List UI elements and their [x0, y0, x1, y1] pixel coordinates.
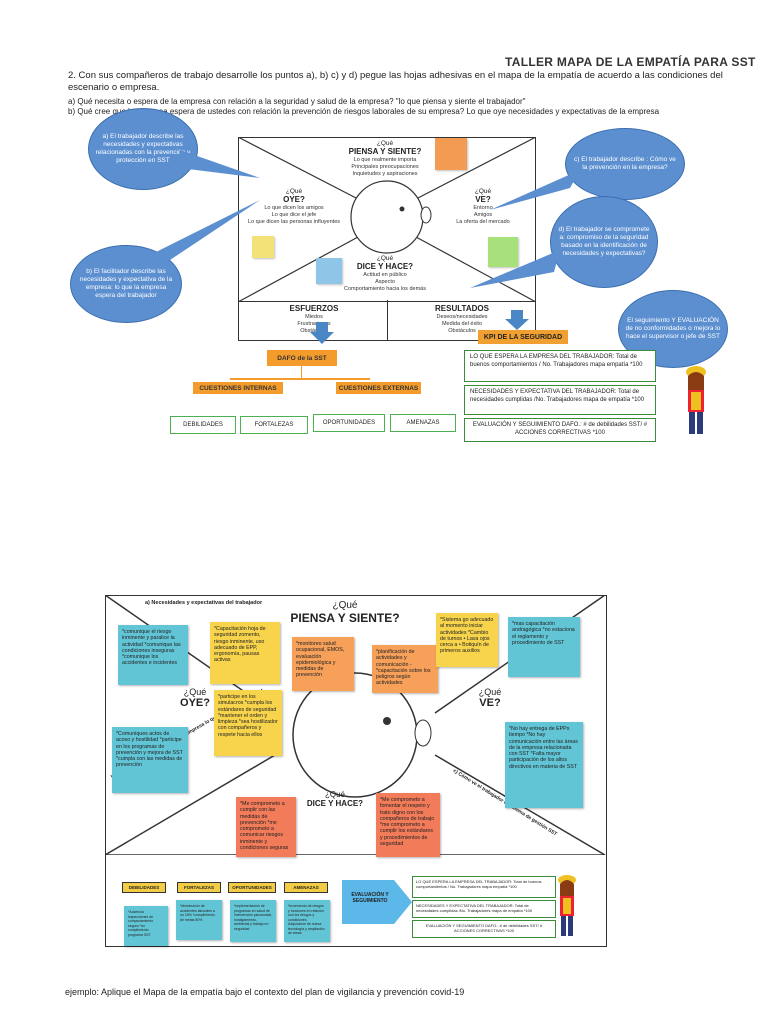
note-cyan: *incremento de riesgos y funciones en re…: [284, 900, 330, 942]
sticky-note-green: [488, 237, 518, 267]
dafo2-debilidades: DEBILIDADES: [122, 882, 166, 893]
dafo-title: DAFO de la SST: [267, 350, 337, 366]
note-yellow: *Sistema go adecuado al momento iniciar …: [436, 613, 498, 667]
kpi-1: LO QUE ESPERA LA EMPRESA DEL TRABAJADOR:…: [464, 350, 656, 382]
bubble-d-tail: [470, 250, 560, 288]
note-cyan: *comunique el riesgo inminente y paralic…: [118, 625, 188, 685]
cuestiones-externas: CUESTIONES EXTERNAS: [336, 382, 421, 394]
bubble-c: c) El trabajador describe : Cómo ve la p…: [565, 128, 685, 200]
sticky-note-orange: [435, 138, 467, 170]
evaluation-arrow-icon: [342, 880, 412, 924]
example-piensa: ¿Qué PIENSA Y SIENTE?: [290, 600, 400, 625]
instruction-item-b: b) Qué cree que la empresa espera de ust…: [68, 107, 660, 116]
sticky-note-yellow: [252, 236, 274, 258]
fortalezas-box: FORTALEZAS: [240, 416, 308, 434]
sticky-note-blue: [316, 258, 342, 284]
debilidades-box: DEBILIDADES: [170, 416, 236, 434]
supervisor-figure-icon: [686, 366, 706, 434]
arrow-down-icon: [310, 322, 334, 344]
oportunidades-box: OPORTUNIDADES: [313, 414, 385, 432]
kpi2-3: EVALUACIÓN Y SEGUIMIENTO DAFO.: # de deb…: [412, 920, 556, 938]
example-label-a: a) Necesidades y expectativas del trabaj…: [145, 600, 263, 606]
kpi-3: EVALUACIÓN Y SEGUIMIENTO DAFO.: # de deb…: [464, 418, 656, 442]
page-title: TALLER MAPA DE LA EMPATÍA PARA SST: [505, 55, 756, 69]
dafo2-amenazas: AMENAZAS: [284, 882, 328, 893]
example-caption: ejemplo: Aplique el Mapa de la empatía b…: [65, 987, 465, 997]
cuestiones-internas: CUESTIONES INTERNAS: [193, 382, 283, 394]
dafo2-fortalezas: FORTALEZAS: [177, 882, 221, 893]
empathy-map-diagonals: [238, 137, 536, 302]
note-cyan: *disminución de accidentes laborales a u…: [176, 900, 222, 940]
note-cyan: *No hay entrega de EPPs tiempo *No hay c…: [505, 722, 583, 808]
amenazas-box: AMENAZAS: [390, 414, 456, 432]
example-dice: ¿Qué DICE Y HACE?: [306, 790, 364, 808]
example-ve: ¿Qué VE?: [478, 687, 502, 709]
supervisor-figure-icon: [558, 875, 576, 936]
note-cyan: *implementación de programas en salud de…: [230, 900, 276, 942]
note-cyan: *mas capacitación andragógica *no estaci…: [508, 617, 580, 677]
note-orange: *monitoreo salud ocupacional, EMOS, eval…: [292, 637, 354, 691]
dafo-connector: [230, 378, 370, 380]
dafo2-oportunidades: OPORTUNIDADES: [228, 882, 276, 893]
note-salmon: *Me comprometo a cumplir con las medidas…: [236, 797, 296, 857]
note-yellow: *Capacitación hoja de seguridad zomento,…: [210, 622, 280, 684]
kpi2-1: LO QUE ESPERA LA EMPRESA DEL TRABAJADOR:…: [412, 876, 556, 898]
dafo-connector: [301, 366, 302, 378]
instruction-text: 2. Con sus compañeros de trabajo desarro…: [68, 70, 723, 93]
note-cyan: *Comuniques actos de acoso y hostilidad …: [112, 727, 188, 793]
bubble-b-tail: [150, 200, 260, 260]
kpi2-2: NECESIDADES Y EXPECTATIVA DEL TRABAJADOR…: [412, 900, 556, 918]
bubble-a-tail: [180, 150, 260, 178]
bubble-d: d) El trabajador se compromete a: compro…: [550, 196, 658, 288]
kpi-title: KPI DE LA SEGURIDAD: [478, 330, 568, 344]
note-salmon: *Me comprometo a fomentar el respeto y t…: [376, 793, 440, 857]
example-map-frame: [105, 595, 607, 947]
arrow-down-icon: [505, 310, 529, 330]
note-cyan: *Ausencia inspecciones de comportamiento…: [124, 906, 168, 946]
note-orange: *planificación de actividades y comunica…: [372, 645, 438, 693]
map-bottom-row: [238, 300, 536, 341]
note-yellow: *participe en los simulacros *cumpla los…: [214, 690, 282, 756]
kpi-2: NECESIDADES Y EXPECTATIVA DEL TRABAJADOR…: [464, 385, 656, 415]
resultados-section: RESULTADOS Deseos/necesidades Medida del…: [435, 304, 489, 335]
instruction-item-a: a) Qué necesita o espera de la empresa c…: [68, 97, 526, 106]
esfuerzos-section: ESFUERZOS Miedos Frustraciones Obstáculo…: [289, 304, 339, 335]
bubble-a: a) El trabajador describe las necesidade…: [88, 108, 198, 190]
evaluation-label: EVALUACIÓN Y SEGUIMIENTO: [351, 892, 389, 904]
bubble-c-tail: [490, 170, 580, 210]
example-oye: ¿Qué OYE?: [180, 687, 210, 709]
